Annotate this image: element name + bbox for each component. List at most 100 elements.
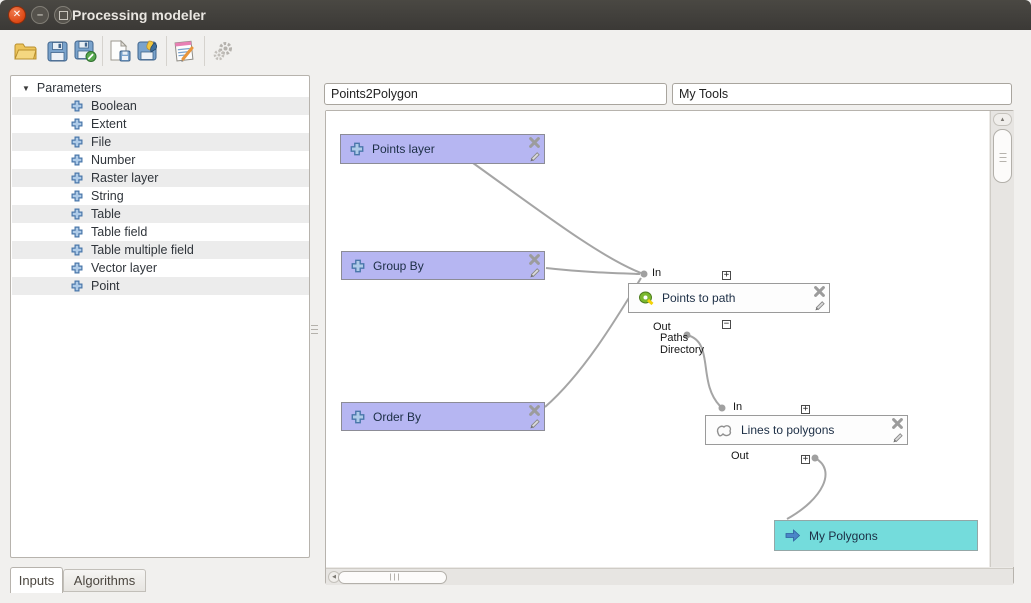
edit-model-help-button[interactable] xyxy=(172,38,198,64)
close-button[interactable]: ✕ xyxy=(8,6,26,24)
add-parameter-icon xyxy=(71,226,83,238)
out-port-label: Out xyxy=(731,450,749,462)
add-parameter-icon xyxy=(71,172,83,184)
add-parameter-icon xyxy=(71,280,83,292)
tree-item-boolean[interactable]: Boolean xyxy=(12,97,309,115)
add-input-icon xyxy=(350,142,364,156)
delete-node-icon[interactable] xyxy=(891,417,904,430)
model-name-input[interactable] xyxy=(324,83,667,105)
export-as-image-button[interactable] xyxy=(107,38,133,64)
tree-item-table[interactable]: Table xyxy=(12,205,309,223)
run-model-button[interactable] xyxy=(210,38,236,64)
tree-item-number[interactable]: Number xyxy=(12,151,309,169)
tab-label: Algorithms xyxy=(73,573,136,588)
export-as-python-button[interactable] xyxy=(135,38,161,64)
tree-item-label: Table xyxy=(91,207,121,221)
scroll-left-icon: ◀ xyxy=(332,574,336,580)
out-port-label: Out xyxy=(653,321,671,333)
edit-node-icon[interactable] xyxy=(891,430,904,443)
add-parameter-icon xyxy=(71,262,83,274)
panel-splitter[interactable] xyxy=(311,325,318,337)
open-model-button[interactable] xyxy=(12,38,38,64)
horizontal-scrollbar: ◀ xyxy=(326,568,1013,585)
tree-item-label: Table multiple field xyxy=(91,243,194,257)
tree-item-label: Extent xyxy=(91,117,127,131)
save-model-as-button[interactable] xyxy=(72,38,98,64)
connector-wires xyxy=(472,162,827,520)
tree-item-label: Table field xyxy=(91,225,148,239)
save-model-button[interactable] xyxy=(44,38,70,64)
node-input-group-by[interactable]: Group By xyxy=(341,251,545,280)
qgis-algorithm-icon xyxy=(638,291,654,305)
add-parameter-icon xyxy=(71,244,83,256)
tree-item-table-field[interactable]: Table field xyxy=(12,223,309,241)
add-parameter-icon xyxy=(71,136,83,148)
tree-item-string[interactable]: String xyxy=(12,187,309,205)
tree-item-label: Boolean xyxy=(91,99,137,113)
in-port-label: In xyxy=(652,267,662,279)
node-label: My Polygons xyxy=(809,528,878,543)
expand-out-ports[interactable]: + xyxy=(801,454,810,464)
scroll-up-icon: ▲ xyxy=(999,116,1006,123)
node-label: Lines to polygons xyxy=(741,423,835,437)
add-parameter-icon xyxy=(71,118,83,130)
edit-node-icon[interactable] xyxy=(813,298,826,311)
tree-item-label: Vector layer xyxy=(91,261,158,275)
node-input-points-layer[interactable]: Points layer xyxy=(340,134,545,164)
titlebar: ✕ – Processing modeler xyxy=(0,0,1031,30)
expand-in-ports[interactable]: + xyxy=(722,270,731,280)
tab-algorithms[interactable]: Algorithms xyxy=(63,569,146,592)
tree-item-file[interactable]: File xyxy=(12,133,309,151)
node-label: Points layer xyxy=(372,142,435,156)
node-label: Order By xyxy=(373,409,422,424)
output-arrow-icon xyxy=(784,528,801,543)
edit-node-icon[interactable] xyxy=(528,265,541,278)
tree-item-label: File xyxy=(91,135,112,149)
run-gears-icon xyxy=(213,42,232,61)
tree-root-parameters[interactable]: ▼ Parameters xyxy=(12,79,309,97)
model-group-input[interactable] xyxy=(672,83,1012,105)
tab-inputs[interactable]: Inputs xyxy=(10,567,63,593)
horizontal-scroll-thumb[interactable] xyxy=(338,570,447,584)
node-input-order-by[interactable]: Order By xyxy=(341,402,545,431)
node-alg-lines-to-polygons[interactable]: Lines to polygons xyxy=(705,415,908,445)
node-label: Group By xyxy=(373,258,424,273)
tab-label: Inputs xyxy=(18,573,55,588)
tree-root-label: Parameters xyxy=(36,81,102,95)
model-canvas: Points layer Group By Order By In + xyxy=(325,110,1014,585)
polygon-algorithm-icon xyxy=(715,423,733,438)
add-parameter-icon xyxy=(71,208,83,220)
expand-in-ports[interactable]: + xyxy=(801,404,810,414)
close-icon: ✕ xyxy=(12,9,22,20)
parameters-panel: ▼ Parameters Boolean Extent File Number … xyxy=(10,75,310,558)
chevron-down-icon: ▼ xyxy=(22,83,30,93)
minimize-button[interactable]: – xyxy=(31,6,49,24)
vertical-scrollbar: ▲ xyxy=(990,111,1014,567)
tree-item-table-multiple-field[interactable]: Table multiple field xyxy=(12,241,309,259)
output-port-paths: Paths xyxy=(660,332,689,344)
tree-item-label: String xyxy=(91,189,124,203)
tree-item-vector-layer[interactable]: Vector layer xyxy=(12,259,309,277)
edit-help-icon xyxy=(174,40,194,62)
tree-item-raster-layer[interactable]: Raster layer xyxy=(12,169,309,187)
scroll-up-button[interactable]: ▲ xyxy=(993,113,1012,126)
edit-node-icon[interactable] xyxy=(528,149,541,162)
vertical-scroll-thumb[interactable] xyxy=(993,129,1012,183)
node-output-my-polygons[interactable]: My Polygons xyxy=(774,520,978,551)
delete-node-icon[interactable] xyxy=(528,136,541,149)
add-parameter-icon xyxy=(71,154,83,166)
canvas-viewport[interactable]: Points layer Group By Order By In + xyxy=(326,111,989,567)
toolbar xyxy=(0,30,1031,72)
toolbar-separator xyxy=(204,36,205,66)
tree-item-point[interactable]: Point xyxy=(12,277,309,295)
export-image-icon xyxy=(110,40,131,62)
maximize-button[interactable] xyxy=(54,6,72,24)
folder-open-icon xyxy=(13,43,37,59)
export-python-icon xyxy=(137,40,158,61)
edit-node-icon[interactable] xyxy=(528,416,541,429)
in-port-label: In xyxy=(733,401,743,413)
collapse-out-ports[interactable]: − xyxy=(722,319,731,329)
node-alg-points-to-path[interactable]: Points to path xyxy=(628,283,830,313)
tree-item-extent[interactable]: Extent xyxy=(12,115,309,133)
delete-node-icon[interactable] xyxy=(813,285,826,298)
